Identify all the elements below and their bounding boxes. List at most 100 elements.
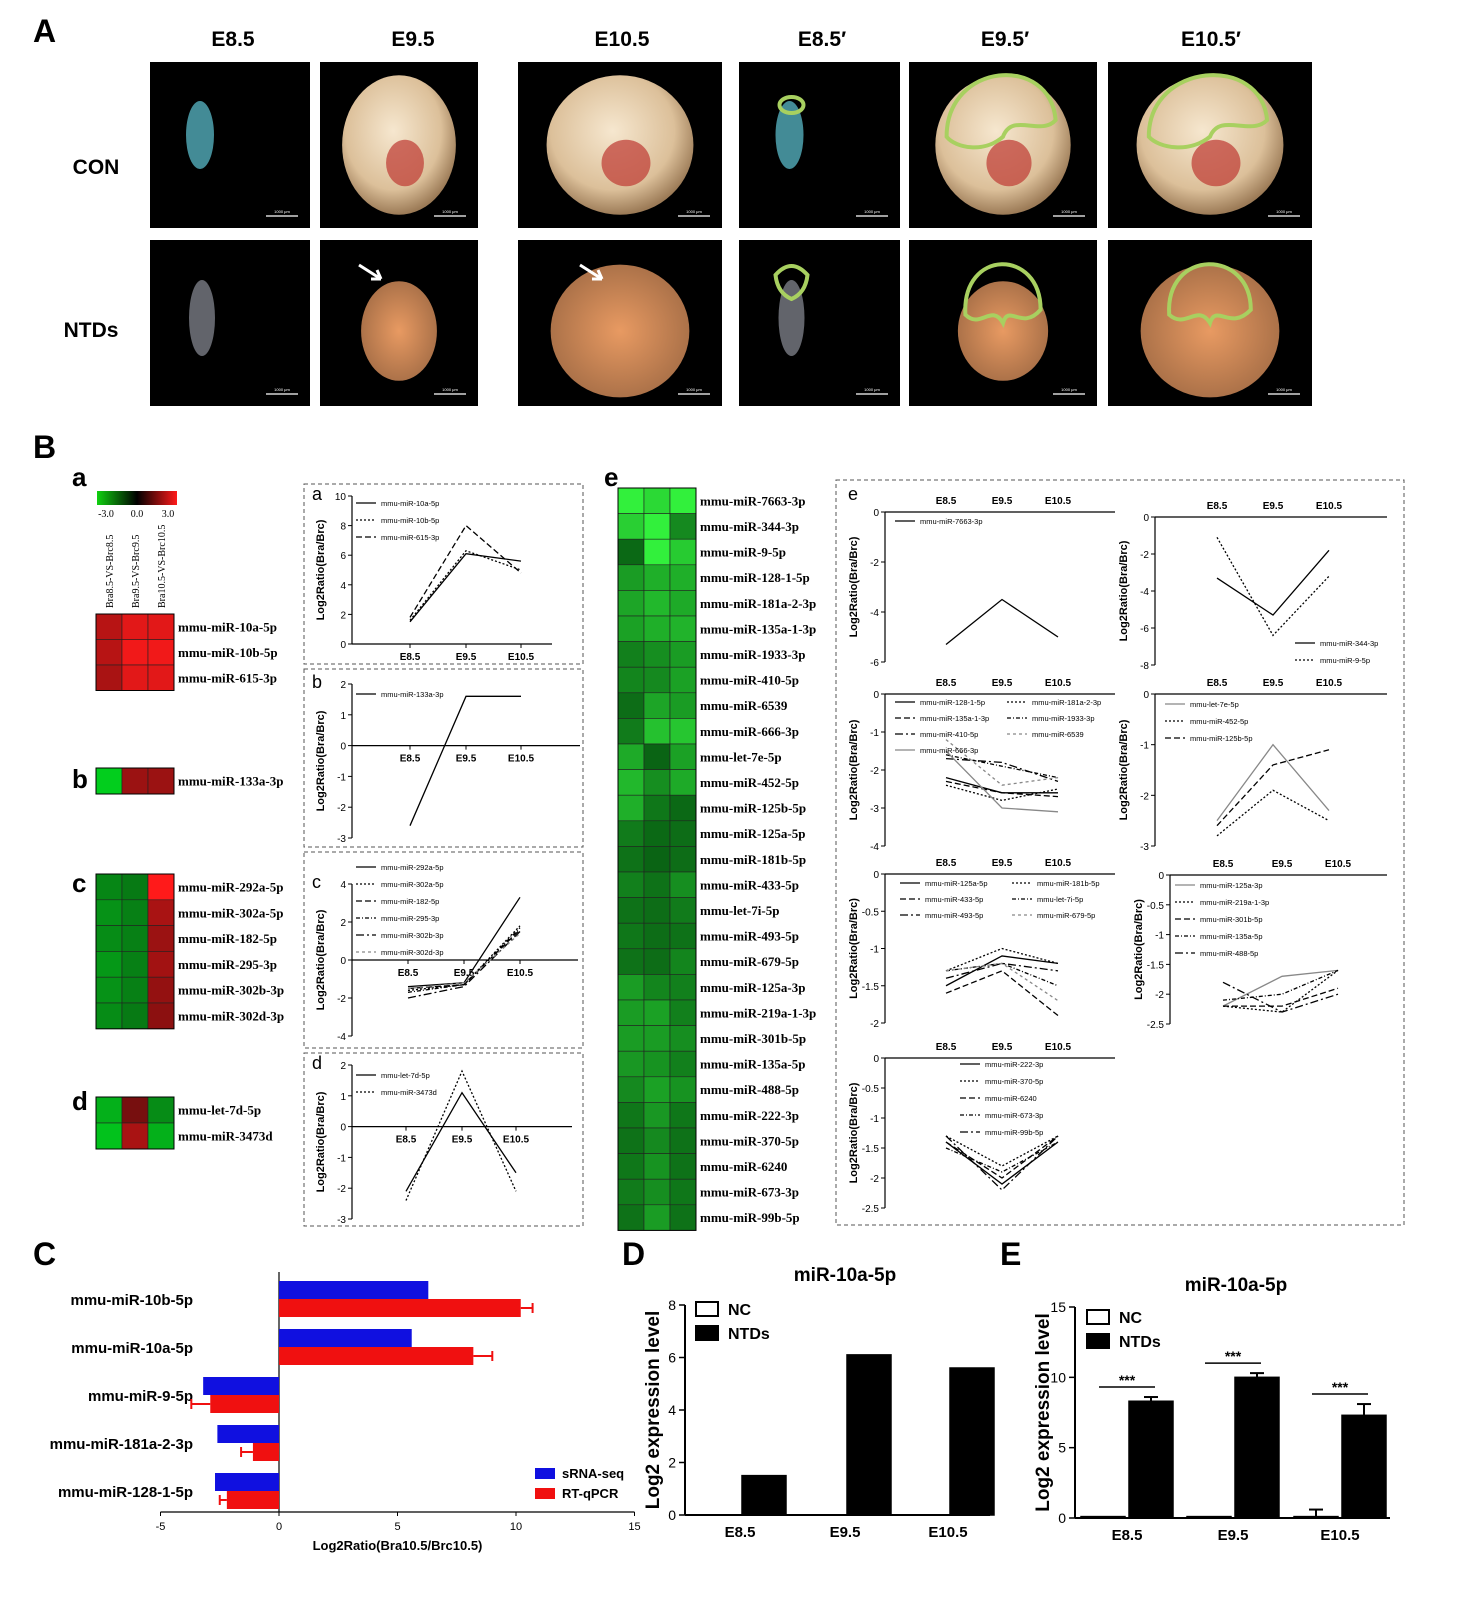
heatmap-cell xyxy=(617,974,645,1001)
neural-tube-outline xyxy=(1146,73,1270,150)
y-tick-label: -2 xyxy=(870,1019,879,1030)
x-tick-label: E10.5 xyxy=(1320,1527,1359,1544)
heatmap-cell xyxy=(643,769,671,796)
heatmap-cell xyxy=(95,639,123,666)
heatmap-cell xyxy=(95,951,123,978)
bar-srna-seq xyxy=(279,1281,429,1299)
legend-swatch xyxy=(695,1325,719,1341)
series-line-mmu-mir-125a-5p xyxy=(945,955,1059,987)
legend-label: mmu-miR-292a-5p xyxy=(381,863,444,872)
heatmap-cell xyxy=(121,925,149,952)
heatmap-row-label: mmu-miR-182-5p xyxy=(178,931,277,946)
heatmap-cell xyxy=(643,513,671,540)
series-line-mmu-mir-615-3p xyxy=(409,524,522,618)
bar-nc xyxy=(1186,1515,1232,1519)
x-tick-label: E8.5 xyxy=(400,754,421,765)
x-tick-label: E10.5 xyxy=(503,1135,530,1146)
sub-chart-letter: b xyxy=(312,672,322,692)
x-tick-label: E9.5 xyxy=(992,1042,1013,1053)
y-tick-label: -0.5 xyxy=(862,907,880,918)
x-tick-label: E9.5 xyxy=(1218,1527,1249,1544)
scale-bar-label: 1000 μm xyxy=(442,387,458,392)
heatmap-row-label: mmu-miR-135a-1-3p xyxy=(700,621,816,636)
legend-label: mmu-miR-10b-5p xyxy=(381,516,439,525)
y-axis-label: Log2Ratio(Bra/Brc) xyxy=(315,710,327,811)
x-tick-label: E8.5 xyxy=(400,652,421,663)
y-tick-label: -8 xyxy=(1140,661,1149,672)
arrow-icon xyxy=(358,263,383,281)
legend-label: mmu-miR-344-3p xyxy=(1320,639,1378,648)
heatmap-cell xyxy=(617,666,645,694)
heatmap-cell xyxy=(617,564,645,591)
heatmap-row-label: mmu-miR-679-5p xyxy=(700,954,799,969)
y-tick-label: -2.5 xyxy=(1147,1020,1165,1031)
embryo-photo xyxy=(739,240,900,406)
bar-nc xyxy=(1080,1515,1126,1519)
series-line-mmu-mir-125a-3p xyxy=(1222,969,1339,1007)
heatmap-cell xyxy=(121,1122,149,1150)
heatmap-cell xyxy=(121,1002,149,1030)
legend-label: mmu-miR-6539 xyxy=(1032,730,1084,739)
x-tick-label: 15 xyxy=(628,1521,640,1533)
heatmap-cell xyxy=(617,1153,645,1180)
heatmap-cell xyxy=(643,538,671,566)
embryo-shape xyxy=(778,280,805,356)
heatmap-cell xyxy=(669,718,697,745)
x-tick-label: E10.5 xyxy=(1325,859,1352,870)
y-tick-label: 0 xyxy=(668,1507,676,1523)
x-tick-label: -5 xyxy=(156,1521,166,1533)
y-tick-label: 0 xyxy=(340,640,346,651)
heatmap-border xyxy=(95,767,175,795)
heatmap-cell xyxy=(95,925,123,952)
heatmap-cell xyxy=(669,846,697,873)
heatmap-cell xyxy=(95,899,123,926)
y-tick-label: -2 xyxy=(337,994,346,1005)
heatmap-cell xyxy=(643,590,671,617)
heatmap-border xyxy=(95,873,175,1030)
y-tick-label: 0 xyxy=(1143,513,1149,524)
series-line-mmu-let-7i-5p xyxy=(945,962,1059,987)
heatmap-cell xyxy=(669,666,697,694)
y-tick-label: 2 xyxy=(668,1455,676,1471)
legend-swatch xyxy=(1086,1309,1110,1325)
legend-label: mmu-miR-7663-3p xyxy=(920,517,983,526)
x-tick-label: E9.5 xyxy=(830,1524,861,1541)
y-tick-label: -1 xyxy=(337,772,346,783)
heatmap-cell xyxy=(147,767,175,795)
embryo-heart xyxy=(386,139,424,187)
y-tick-label: -0.5 xyxy=(1147,901,1165,912)
legend-label: mmu-miR-370-5p xyxy=(985,1077,1043,1086)
y-tick-label: -2 xyxy=(870,1174,879,1185)
legend-label: mmu-miR-128-1-5p xyxy=(920,698,985,707)
series-line-mmu-mir-301b-5p xyxy=(1223,987,1339,1007)
heatmap-cell xyxy=(643,948,671,975)
x-tick-label: E8.5 xyxy=(1207,501,1228,512)
series-line-mmu-mir-452-5p xyxy=(1216,789,1330,837)
heatmap-cell xyxy=(643,564,671,591)
y-tick-label: 5 xyxy=(1058,1440,1066,1456)
x-tick-label: E10.5 xyxy=(1045,678,1072,689)
y-tick-label: -1 xyxy=(1155,931,1164,942)
panel-a-embryo-images: E8.5 E9.5 E10.5 E8.5′ E9.5′ E10.5′ CON N… xyxy=(64,28,1312,406)
heatmap-row-label: mmu-let-7e-5p xyxy=(700,749,782,764)
heatmap-cell xyxy=(617,820,645,847)
sub-letter-a: a xyxy=(72,462,87,492)
heatmap-row-label: mmu-miR-301b-5p xyxy=(700,1031,806,1046)
heatmap-cell xyxy=(643,999,671,1026)
y-tick-label: -1.5 xyxy=(862,982,880,993)
legend-label: mmu-miR-125b-5p xyxy=(1190,734,1253,743)
x-tick-label: E10.5 xyxy=(1316,678,1343,689)
legend-label: mmu-miR-125a-3p xyxy=(1200,881,1263,890)
heatmap-cell xyxy=(617,692,645,719)
y-tick-label: -4 xyxy=(870,842,879,853)
neural-tube-outline xyxy=(773,264,810,302)
y-axis-label: Log2 expression level xyxy=(1033,1313,1054,1512)
heatmap-cell xyxy=(147,1122,175,1150)
y-axis-label: Log2Ratio(Bra/Brc) xyxy=(315,1091,327,1192)
heatmap-cell xyxy=(617,1025,645,1052)
embryo-photo xyxy=(739,62,900,228)
x-tick-label: E10.5 xyxy=(508,652,535,663)
legend-label: mmu-miR-302d-3p xyxy=(381,948,444,957)
